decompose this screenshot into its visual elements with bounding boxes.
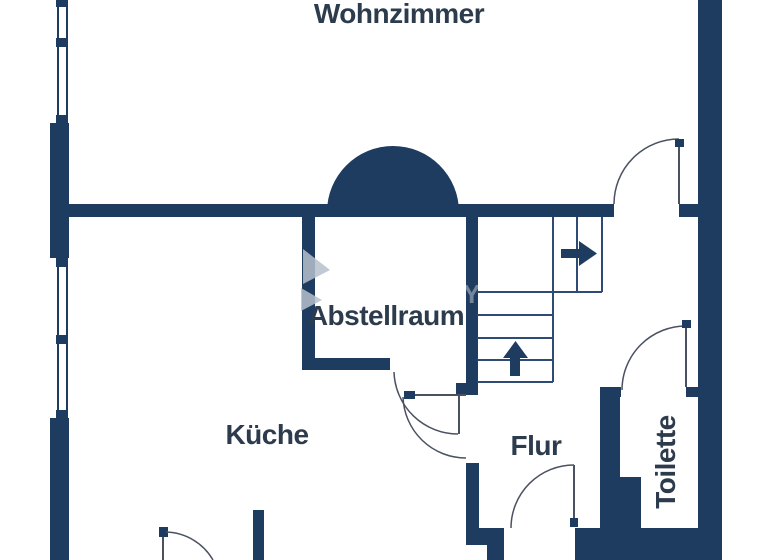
windows [56, 0, 68, 418]
watermark: Y [301, 249, 480, 311]
chimney-dome [327, 146, 459, 217]
door-jamb-tick [682, 320, 691, 328]
watermark-shape [301, 288, 322, 311]
door-jamb-tick [570, 518, 578, 527]
staircase [477, 217, 603, 383]
wall-flur-vertical [466, 463, 479, 528]
wall-toilette-duct [612, 477, 641, 528]
room-label-kueche: Küche [225, 419, 309, 450]
door-abstellraum [393, 371, 460, 435]
walls [50, 0, 722, 560]
room-label-abstellraum: Abstellraum [307, 300, 465, 331]
door-jamb-tick [675, 139, 684, 147]
window-left-lower [56, 258, 68, 418]
window-mullion-tick [56, 335, 68, 344]
wall-bottom-right [575, 528, 722, 560]
arrow-up-icon [503, 341, 528, 376]
wall-toilette-top-right [686, 387, 698, 397]
wall-staircase-foot [456, 383, 478, 395]
wall-kueche-stub [253, 510, 264, 560]
wall-toilette-top-left [600, 387, 621, 397]
wall-right [698, 0, 722, 528]
window-mullion-tick [56, 38, 68, 47]
door-kueche-bottom [159, 527, 214, 560]
room-label-toilette: Toilette [650, 415, 681, 509]
door-jamb-tick [404, 391, 415, 399]
window-mullion-tick [56, 115, 68, 123]
room-label-wohnzimmer: Wohnzimmer [313, 0, 485, 29]
door-flur [510, 464, 578, 529]
window-left-upper [56, 0, 68, 123]
watermark-letter: Y [463, 279, 480, 309]
watermark-shape [303, 249, 330, 284]
wall-left-lower [50, 418, 69, 560]
wall-staircase [466, 217, 478, 383]
wall-abstellraum-bottom [302, 358, 390, 370]
wall-left-upper [50, 123, 69, 258]
door-jamb-tick [159, 527, 168, 537]
wall-main-horizontal-stub [679, 204, 698, 217]
window-mullion-tick [56, 410, 68, 418]
room-label-flur: Flur [510, 430, 562, 461]
window-mullion-tick [56, 0, 68, 7]
wall-flur-horizontal [466, 528, 504, 545]
wall-flur-stub [487, 545, 504, 560]
arrow-right-icon [561, 241, 597, 266]
window-mullion-tick [56, 258, 68, 267]
door-toilette [621, 320, 691, 391]
door-kueche-flur [402, 391, 467, 459]
doors [159, 138, 691, 560]
door-wohnzimmer [613, 138, 684, 205]
